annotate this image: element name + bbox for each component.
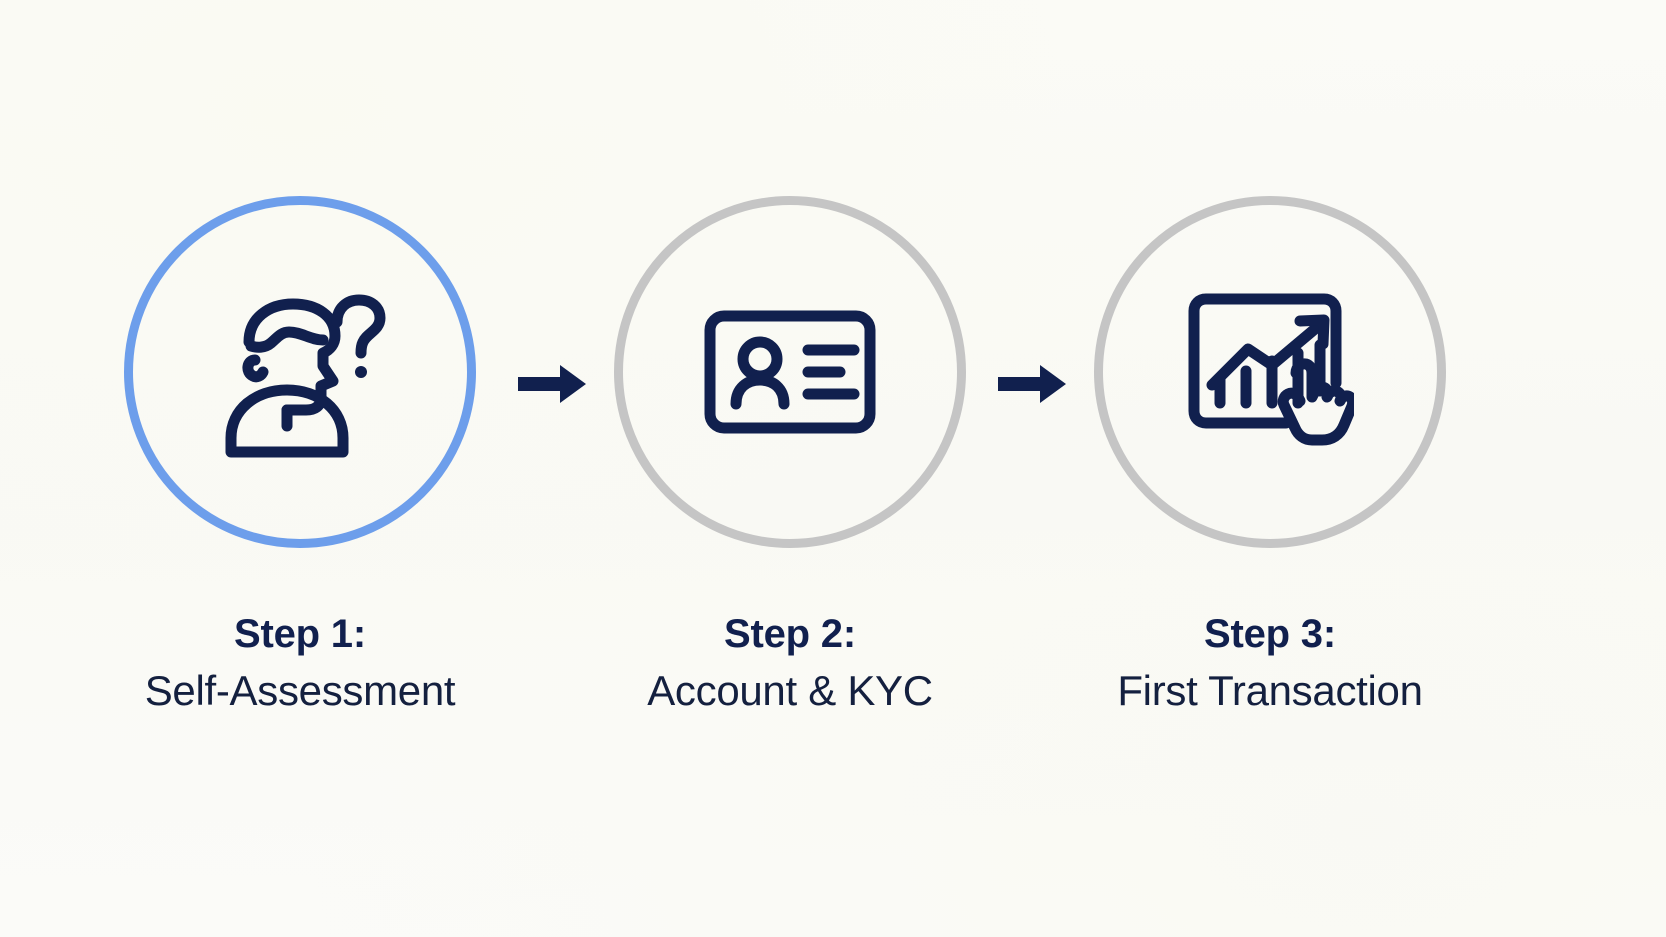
id-card-icon xyxy=(690,282,890,462)
step-3-circle[interactable] xyxy=(1094,196,1446,548)
step-2[interactable]: Step 2: Account & KYC xyxy=(555,196,1025,712)
person-question-icon xyxy=(200,282,400,462)
step-2-subtitle: Account & KYC xyxy=(647,670,933,712)
step-3[interactable]: Step 3: First Transaction xyxy=(1035,196,1505,712)
step-2-labels: Step 2: Account & KYC xyxy=(647,614,933,712)
step-2-title: Step 2: xyxy=(647,614,933,654)
step-1[interactable]: Step 1: Self-Assessment xyxy=(65,196,535,712)
step-3-subtitle: First Transaction xyxy=(1117,670,1422,712)
step-3-labels: Step 3: First Transaction xyxy=(1117,614,1422,712)
step-1-subtitle: Self-Assessment xyxy=(145,670,456,712)
chart-click-icon xyxy=(1170,282,1370,462)
step-1-title: Step 1: xyxy=(145,614,456,654)
step-1-circle[interactable] xyxy=(124,196,476,548)
step-3-title: Step 3: xyxy=(1117,614,1422,654)
step-1-labels: Step 1: Self-Assessment xyxy=(145,614,456,712)
step-2-circle[interactable] xyxy=(614,196,966,548)
